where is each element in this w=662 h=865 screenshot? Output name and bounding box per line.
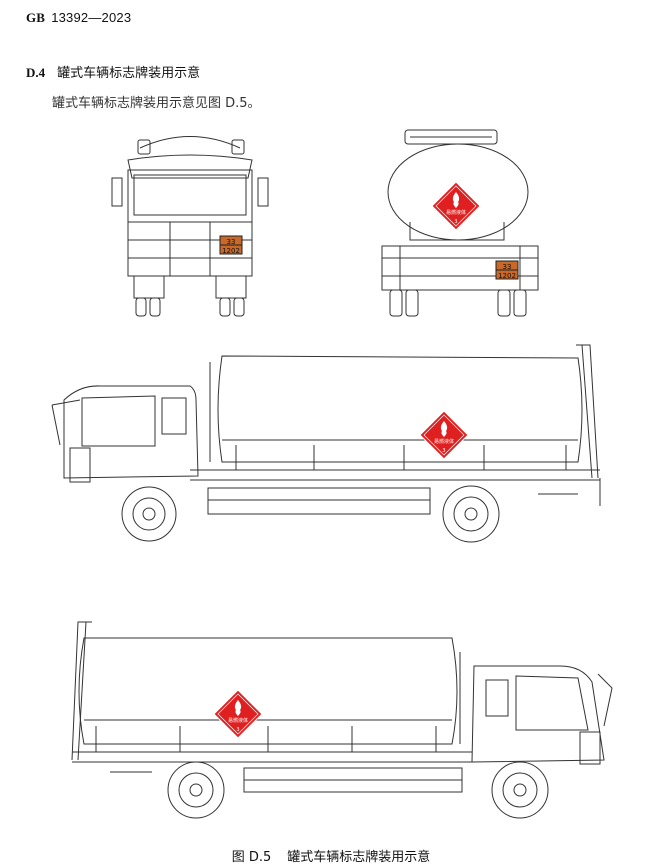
plate-un-number: 1202 — [222, 247, 240, 255]
placard-label: 易燃液体 — [446, 209, 466, 216]
placard-label: 易燃液体 — [228, 717, 248, 724]
side-view-truck-left — [51, 344, 601, 543]
body-paragraph: 罐式车辆标志牌装用示意见图 D.5。 — [52, 96, 261, 111]
placard-class-number: 3 — [236, 727, 239, 733]
plate-hazard-id: 33 — [227, 238, 236, 246]
plate-un-number: 1202 — [498, 272, 516, 280]
front-orange-plate: 33 1202 — [219, 235, 243, 255]
side-view-truck-right — [71, 621, 613, 819]
rear-hazard-placard: 易燃液体 3 — [431, 181, 481, 231]
section-heading: D.4 罐式车辆标志牌装用示意 — [26, 62, 200, 81]
front-view-truck — [111, 136, 269, 317]
section-title: 罐式车辆标志牌装用示意 — [57, 66, 201, 81]
placard-class-number: 3 — [442, 448, 445, 454]
standard-number: 13392—2023 — [51, 10, 132, 25]
placard-class-number: 3 — [454, 219, 457, 225]
side-right-hazard-placard: 易燃液体 3 — [213, 689, 263, 739]
section-number: D.4 — [26, 65, 46, 80]
placard-label: 易燃液体 — [434, 438, 454, 445]
side-left-hazard-placard: 易燃液体 3 — [419, 410, 469, 460]
plate-hazard-id: 33 — [503, 263, 512, 271]
figure-title: 罐式车辆标志牌装用示意 — [287, 850, 431, 865]
page-header: GB 13392—2023 — [26, 10, 131, 26]
standard-prefix: GB — [26, 10, 46, 25]
rear-orange-plate: 33 1202 — [495, 260, 519, 280]
figure-label: 图 D.5 — [231, 850, 272, 865]
figure-caption: 图 D.5 罐式车辆标志牌装用示意 — [0, 846, 662, 865]
